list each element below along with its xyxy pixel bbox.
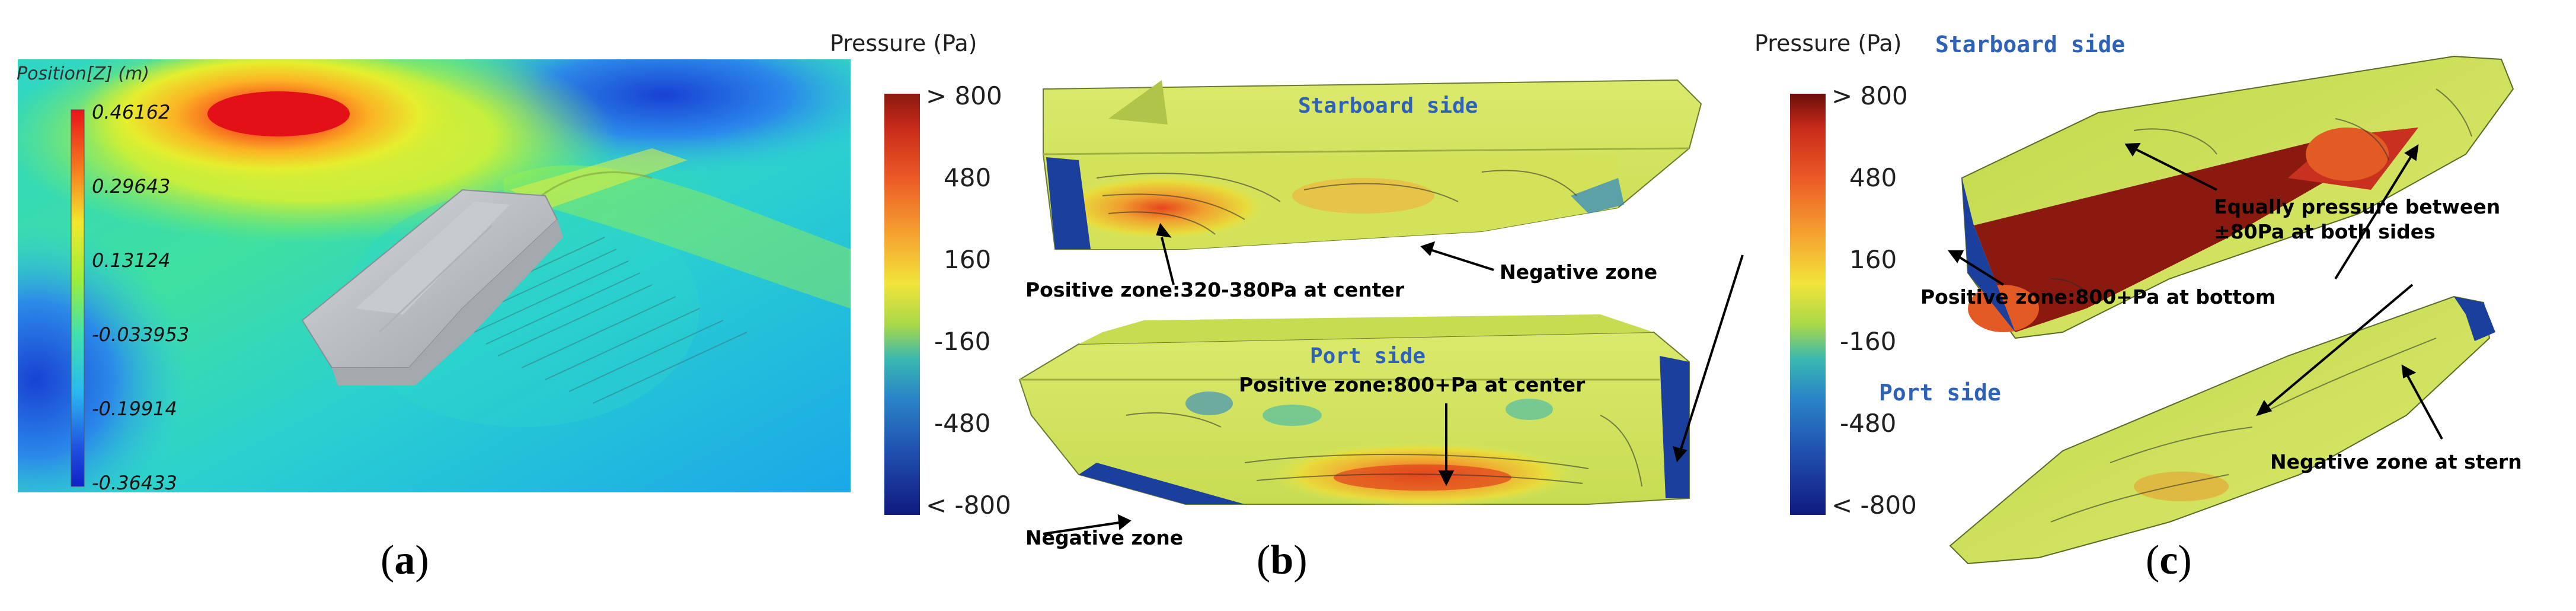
pressure-legend: Pressure (Pa) > 800 480 160 -160 -480 < … [830,30,1011,520]
hull-starboard-bottom [1961,55,2514,339]
annotation-positive-bottom: Positive zone:800+Pa at bottom [1920,285,2275,308]
pressure-distribution-bottom: Pressure (Pa) > 800 480 160 -160 -480 < … [1754,30,2522,565]
legend-tick-1: 480 [1849,163,1897,192]
z-tick-5: -0.36433 [92,472,177,494]
legend-tick-5: < -800 [926,491,1011,520]
legend-title: Pressure (Pa) [1754,30,1901,56]
annotation-equal-pressure-line2: ±80Pa at both sides [2214,220,2436,243]
annotation-equal-pressure-line1: Equally pressure between [2214,195,2500,218]
hull-model [301,189,563,386]
annotation-negative-starboard: Negative zone [1500,260,1657,284]
z-colorbar: Position[Z] (m) 0.46162 0.29643 0.13124 … [17,63,189,494]
annotations-c: Equally pressure between ±80Pa at both s… [1920,142,2522,473]
legend-tick-3: -160 [934,327,990,356]
annotation-negative-port: Negative zone [1025,526,1183,549]
label-port-side: Port side [1310,344,1426,368]
pressure-legend: Pressure (Pa) > 800 480 160 -160 -480 < … [1754,30,2125,520]
z-tick-2: 0.13124 [92,249,170,272]
legend-tick-2: 160 [944,245,991,274]
hull-starboard: Starboard side [1043,79,1702,250]
label-starboard-side: Starboard side [1298,94,1478,118]
legend-tick-0: > 800 [1832,81,1908,110]
panel-c: Pressure (Pa) > 800 480 160 -160 -480 < … [1754,0,2576,609]
annotation-negative-stern: Negative zone at stern [2270,450,2522,473]
label-starboard-side: Starboard side [1935,31,2125,58]
panel-a: Position[Z] (m) 0.46162 0.29643 0.13124 … [0,0,895,609]
hull-port-bottom: Port side [1879,295,2495,565]
panel-b: Pressure (Pa) > 800 480 160 -160 -480 < … [830,0,1766,609]
sublabel-b: (b) [1257,537,1308,583]
sublabel-a: (a) [381,537,429,583]
annotation-positive-center-port: Positive zone:800+Pa at center [1239,373,1586,396]
legend-tick-5: < -800 [1832,491,1917,520]
legend-tick-4: -480 [1840,409,1896,438]
legend-title: Pressure (Pa) [830,30,977,56]
z-tick-1: 0.29643 [92,175,170,198]
z-axis-title: Position[Z] (m) [17,63,149,84]
label-port-side: Port side [1879,380,2001,406]
z-tick-0: 0.46162 [92,101,170,123]
legend-tick-1: 480 [944,163,991,192]
legend-tick-2: 160 [1849,245,1897,274]
wave-elevation-figure: Position[Z] (m) 0.46162 0.29643 0.13124 … [17,59,851,494]
legend-tick-0: > 800 [926,81,1002,110]
z-tick-4: -0.19914 [92,397,177,420]
annotations-b: Positive zone:320-380Pa at center Negati… [1025,222,1744,549]
legend-tick-4: -480 [934,409,990,438]
sublabel-c: (c) [2146,537,2192,583]
hull-port: Port side [1018,314,1690,507]
z-tick-3: -0.033953 [92,323,189,346]
annotation-positive-center-starboard: Positive zone:320-380Pa at center [1025,278,1405,301]
legend-tick-3: -160 [1840,327,1896,356]
pressure-distribution-side: Pressure (Pa) > 800 480 160 -160 -480 < … [830,30,1744,549]
